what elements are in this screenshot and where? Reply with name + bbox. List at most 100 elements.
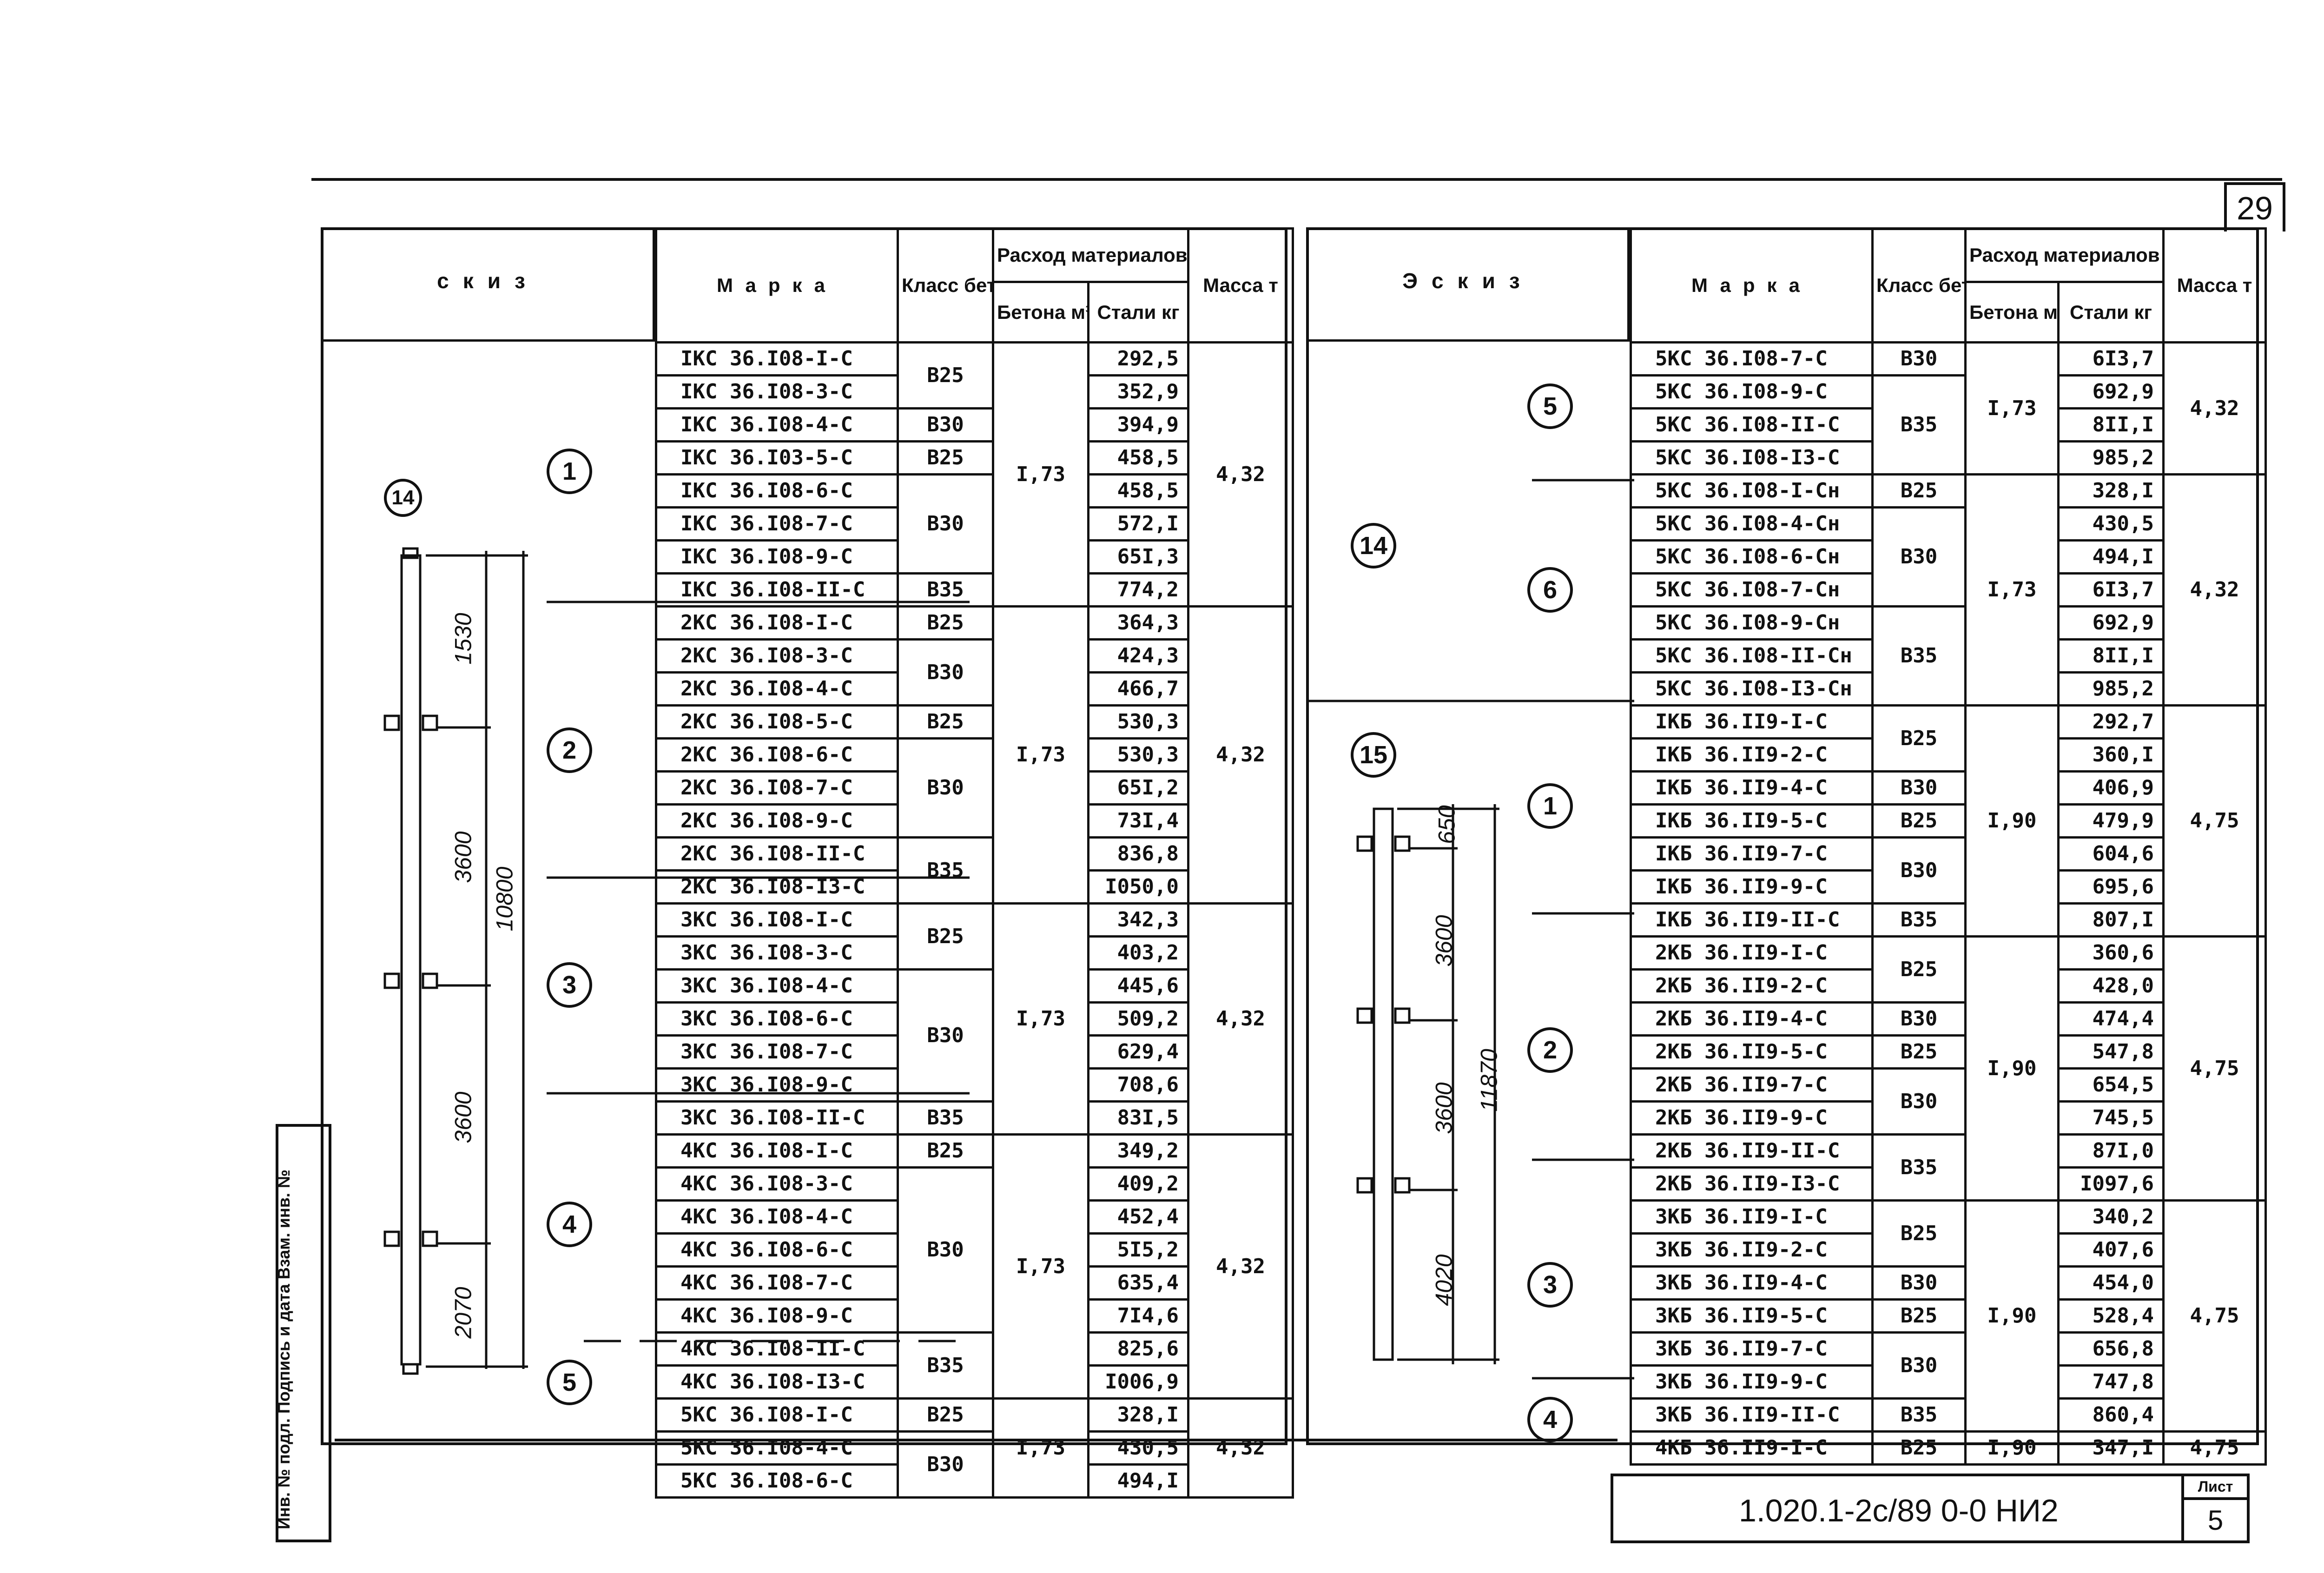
steel-cell: 65I,2 — [1087, 770, 1190, 806]
mark-cell: IКС 36.I08-4-С — [655, 407, 899, 443]
class-cell: B30 — [897, 638, 994, 707]
class-cell: B25 — [897, 1133, 994, 1169]
class-cell: B25 — [1871, 1298, 1967, 1334]
mark-cell: IКБ 36.II9-7-С — [1630, 836, 1874, 872]
mark-cell: 3КБ 36.II9-2-С — [1630, 1232, 1874, 1268]
group-circle-r6: 6 — [1527, 567, 1573, 613]
steel-cell: 65I,3 — [1087, 539, 1190, 575]
mark-cell: 4КС 36.I08-3-С — [655, 1166, 899, 1202]
mark-cell: 5КС 36.I08-I3-С — [1630, 440, 1874, 476]
class-cell: B35 — [897, 1331, 994, 1400]
dim-3600-c: 3600 — [1431, 915, 1457, 967]
group-circle-5: 5 — [547, 1360, 592, 1405]
steel-cell: 340,2 — [2057, 1199, 2165, 1235]
mark-cell: 5КС 36.I08-II-Сн — [1630, 638, 1874, 674]
mark-cell: IКС 36.I08-9-С — [655, 539, 899, 575]
steel-cell: 347,I — [2057, 1430, 2165, 1466]
header-consumption-right: Расход материалов — [1964, 227, 2165, 283]
mark-cell: 5КС 36.I08-II-С — [1630, 407, 1874, 443]
class-cell: B25 — [1871, 803, 1967, 839]
mark-cell: 4КС 36.I08-4-С — [655, 1199, 899, 1235]
class-cell: B25 — [897, 704, 994, 740]
group-circle-4: 4 — [547, 1202, 592, 1247]
mass-cell: 4,32 — [1187, 902, 1294, 1136]
steel-cell: 860,4 — [2057, 1397, 2165, 1433]
header-concrete: Бетона м³ — [992, 281, 1089, 344]
mark-cell: IКС 36.I08-7-С — [655, 506, 899, 542]
steel-cell: I050,0 — [1087, 869, 1190, 905]
steel-cell: 474,4 — [2057, 1001, 2165, 1037]
mass-cell: 4,75 — [2162, 935, 2267, 1202]
steel-cell: 494,I — [1087, 1463, 1190, 1499]
mark-cell: 5КС 36.I08-7-С — [1630, 341, 1874, 377]
steel-cell: 292,7 — [2057, 704, 2165, 740]
table-row: 3КС 36.I08-3-С 403,2 — [655, 935, 1293, 971]
header-sketch-left: скиз — [324, 227, 655, 342]
steel-cell: 466,7 — [1087, 671, 1190, 707]
mark-cell: 3КБ 36.II9-4-С — [1630, 1265, 1874, 1301]
table-row: 5КС 36.I08-II-Сн 8II,I — [1630, 638, 2266, 674]
group-circle-r2: 2 — [1527, 1027, 1573, 1073]
element-circle-14: 14 — [384, 479, 422, 517]
group-circle-1: 1 — [547, 449, 592, 494]
steel-cell: 403,2 — [1087, 935, 1190, 971]
steel-cell: 8II,I — [2057, 638, 2165, 674]
mark-cell: 3КС 36.I08-3-С — [655, 935, 899, 971]
steel-cell: 6I3,7 — [2057, 572, 2165, 608]
concrete-volume-cell: I,73 — [992, 902, 1089, 1136]
header-sketch-right: Эскиз — [1309, 227, 1630, 342]
table-row: 2КС 36.I08-4-С 466,7 — [655, 671, 1293, 707]
steel-cell: 530,3 — [1087, 737, 1190, 773]
steel-cell: 6I3,7 — [2057, 341, 2165, 377]
steel-cell: 409,2 — [1087, 1166, 1190, 1202]
steel-cell: 479,9 — [2057, 803, 2165, 839]
mass-cell: 4,75 — [2162, 704, 2267, 938]
class-cell: B25 — [1871, 1034, 1967, 1070]
mark-cell: 2КС 36.I08-4-С — [655, 671, 899, 707]
dim-2070: 2070 — [450, 1287, 476, 1339]
mark-cell: 2КБ 36.II9-2-С — [1630, 968, 1874, 1004]
dim-total-10800: 10800 — [491, 866, 518, 932]
steel-cell: 349,2 — [1087, 1133, 1190, 1169]
mark-cell: 3КБ 36.II9-I-С — [1630, 1199, 1874, 1235]
mark-cell: IКБ 36.II9-II-С — [1630, 902, 1874, 938]
header-mark-right: Марка — [1630, 227, 1874, 344]
mass-cell: 4,32 — [1187, 1133, 1294, 1400]
mark-cell: 5КС 36.I08-4-Сн — [1630, 506, 1874, 542]
header-mass-right: Масса т — [2162, 227, 2267, 344]
group-circle-r3: 3 — [1527, 1262, 1573, 1308]
steel-cell: 985,2 — [2057, 671, 2165, 707]
side-stamp-text: Инв. № подл. Подпись и дата Взам. инв. № — [274, 1169, 293, 1529]
mark-cell: IКБ 36.II9-I-С — [1630, 704, 1874, 740]
header-concrete-class-right: Класс бетона — [1871, 227, 1967, 344]
mark-cell: 4КБ 36.II9-I-С — [1630, 1430, 1874, 1466]
class-cell: B30 — [897, 737, 994, 839]
steel-cell: 364,3 — [1087, 605, 1190, 641]
steel-cell: 7I4,6 — [1087, 1298, 1190, 1334]
steel-cell: 629,4 — [1087, 1034, 1190, 1070]
group-circle-r4: 4 — [1527, 1397, 1573, 1442]
class-cell: B25 — [897, 902, 994, 971]
mark-cell: 2КС 36.I08-9-С — [655, 803, 899, 839]
concrete-volume-cell: I,90 — [1964, 935, 2060, 1202]
class-cell: B25 — [1871, 473, 1967, 509]
steel-cell: 83I,5 — [1087, 1100, 1190, 1136]
table-row: IКС 36.I08-9-С 65I,3 — [655, 539, 1293, 575]
mark-cell: 2КБ 36.II9-7-С — [1630, 1067, 1874, 1103]
